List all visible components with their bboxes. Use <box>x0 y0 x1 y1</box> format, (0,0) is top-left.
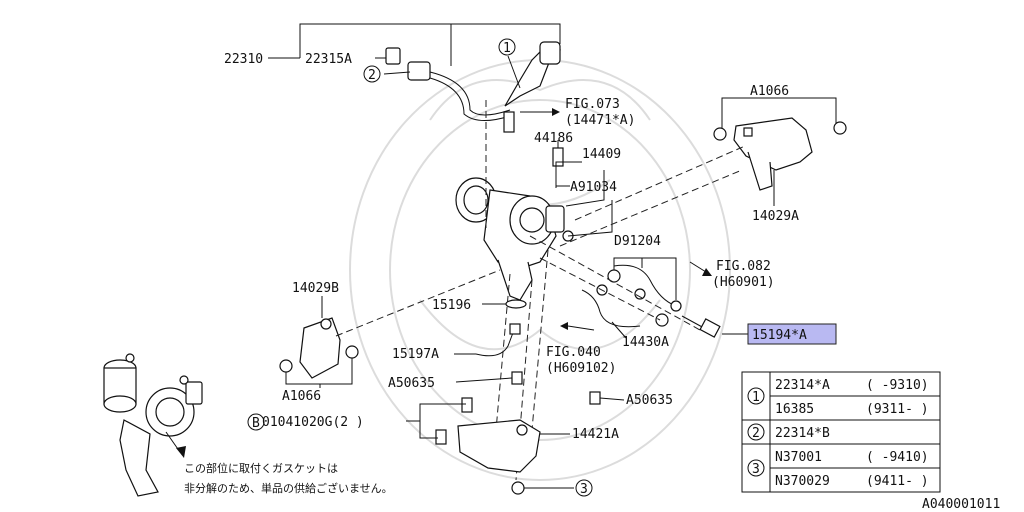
svg-text:FIG.073: FIG.073 <box>565 97 620 112</box>
svg-text:3: 3 <box>580 482 588 497</box>
part-44186-bolt[interactable] <box>552 140 564 167</box>
table-row-1-range: ( -9310) <box>866 378 929 393</box>
label-22315a: 22315A <box>305 52 352 67</box>
table-row-2-part: 16385 <box>775 402 814 417</box>
inset-turbo-actuator[interactable] <box>103 353 203 497</box>
table-row-5-part: N370029 <box>775 474 830 489</box>
label-15197a: 15197A <box>392 347 439 362</box>
callout-2-top: 2 <box>363 65 381 83</box>
part-15194a-bolt[interactable] <box>681 315 721 338</box>
bracket-14029b[interactable] <box>279 317 359 379</box>
svg-text:(14471*A): (14471*A) <box>565 113 635 128</box>
table-row-4-range: ( -9410) <box>866 450 929 465</box>
bracket-14029a[interactable] <box>713 117 847 191</box>
turbocharger-assembly[interactable] <box>455 177 574 301</box>
part-a50635-right[interactable] <box>589 391 601 405</box>
note-line-2: 非分解のため、単品の供給ございません。 <box>184 481 393 495</box>
part-15197a-pipe[interactable] <box>475 323 521 357</box>
callout-1-top: 1 <box>498 38 516 56</box>
table-row-3-part: 22314*B <box>775 426 830 441</box>
svg-text:B: B <box>252 416 260 431</box>
table-row-2-range: (9311- ) <box>866 402 929 417</box>
label-a50635-left: A50635 <box>388 376 435 391</box>
callout-b: B <box>247 413 265 431</box>
part-15196-gasket[interactable] <box>505 299 527 309</box>
table-row-4-part: N37001 <box>775 450 822 465</box>
label-14029a: 14029A <box>752 209 799 224</box>
label-a1066-bottom: A1066 <box>282 389 321 404</box>
svg-text:1: 1 <box>503 41 511 56</box>
highlight-15194a[interactable] <box>747 323 837 345</box>
svg-text:(H609102): (H609102) <box>546 361 616 376</box>
reference-table: 1 2 3 22314*A ( -9310) 16385 (9311- ) 22… <box>741 371 941 493</box>
svg-text:1: 1 <box>752 390 760 405</box>
label-22310: 22310 <box>224 52 263 67</box>
label-14029b: 14029B <box>292 281 339 296</box>
svg-text:2: 2 <box>368 68 376 83</box>
fig040-reference[interactable]: FIG.040 (H609102) <box>546 322 616 376</box>
label-44186: 44186 <box>534 131 573 146</box>
oxygen-sensor-cable[interactable] <box>385 41 562 121</box>
table-row-5-range: (9411- ) <box>866 474 929 489</box>
label-a50635-right: A50635 <box>626 393 673 408</box>
table-row-1-part: 22314*A <box>775 378 830 393</box>
fig082-reference[interactable]: FIG.082 (H60901) <box>689 259 775 290</box>
svg-text:(H60901): (H60901) <box>712 275 775 290</box>
fig073-reference[interactable]: FIG.073 (14471*A) <box>520 97 635 128</box>
label-14409: 14409 <box>582 147 621 162</box>
svg-text:FIG.040: FIG.040 <box>546 345 601 360</box>
callout-3-bottom: 3 <box>575 479 593 497</box>
svg-text:3: 3 <box>752 462 760 477</box>
label-a1066-top: A1066 <box>750 84 789 99</box>
label-d91204: D91204 <box>614 234 661 249</box>
label-a91034: A91034 <box>570 180 617 195</box>
watermark-emblem <box>349 59 731 481</box>
svg-text:2: 2 <box>752 426 760 441</box>
figure-code: A040001011 <box>922 497 1000 512</box>
label-15194a: 15194*A <box>752 328 807 343</box>
part-a50635-left[interactable] <box>511 371 523 385</box>
bracket-14421a[interactable] <box>435 397 541 495</box>
note-line-1: この部位に取付くガスケットは <box>184 461 338 475</box>
label-15196: 15196 <box>432 298 471 313</box>
label-14430a: 14430A <box>622 335 669 350</box>
svg-text:FIG.082: FIG.082 <box>716 259 771 274</box>
label-14421a: 14421A <box>572 427 619 442</box>
oil-pipe-14430a[interactable] <box>581 264 682 328</box>
label-bolt-01041020g: 01041020G(2 ) <box>262 415 364 430</box>
